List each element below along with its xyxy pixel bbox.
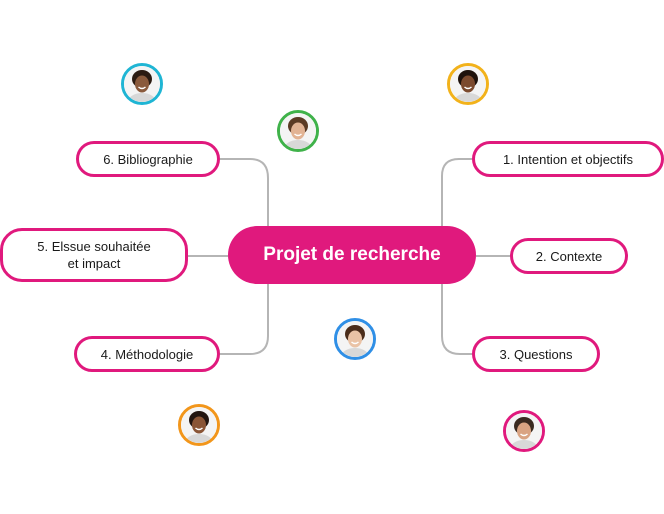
- branch-contexte[interactable]: 2. Contexte: [510, 238, 628, 274]
- avatar-woman-long-hair-icon: [334, 318, 376, 360]
- branch-issue-souhaitee[interactable]: 5. Elssue souhaitée et impact: [0, 228, 188, 282]
- avatar-man-beard-icon: [503, 410, 545, 452]
- central-topic[interactable]: Projet de recherche: [228, 226, 476, 284]
- avatar-woman-curly-top-icon: [447, 63, 489, 105]
- branch-questions[interactable]: 3. Questions: [472, 336, 600, 372]
- branch-bibliographie[interactable]: 6. Bibliographie: [76, 141, 220, 177]
- avatar-woman-curly-bottom-icon: [178, 404, 220, 446]
- avatar-man-curly-icon: [121, 63, 163, 105]
- connector-1: [441, 158, 472, 226]
- connector-3: [441, 284, 472, 355]
- connector-4: [220, 284, 269, 355]
- avatar-man-smiling-icon: [277, 110, 319, 152]
- branch-methodologie[interactable]: 4. Méthodologie: [74, 336, 220, 372]
- branch-intention-objectifs[interactable]: 1. Intention et objectifs: [472, 141, 664, 177]
- connector-6: [220, 158, 269, 226]
